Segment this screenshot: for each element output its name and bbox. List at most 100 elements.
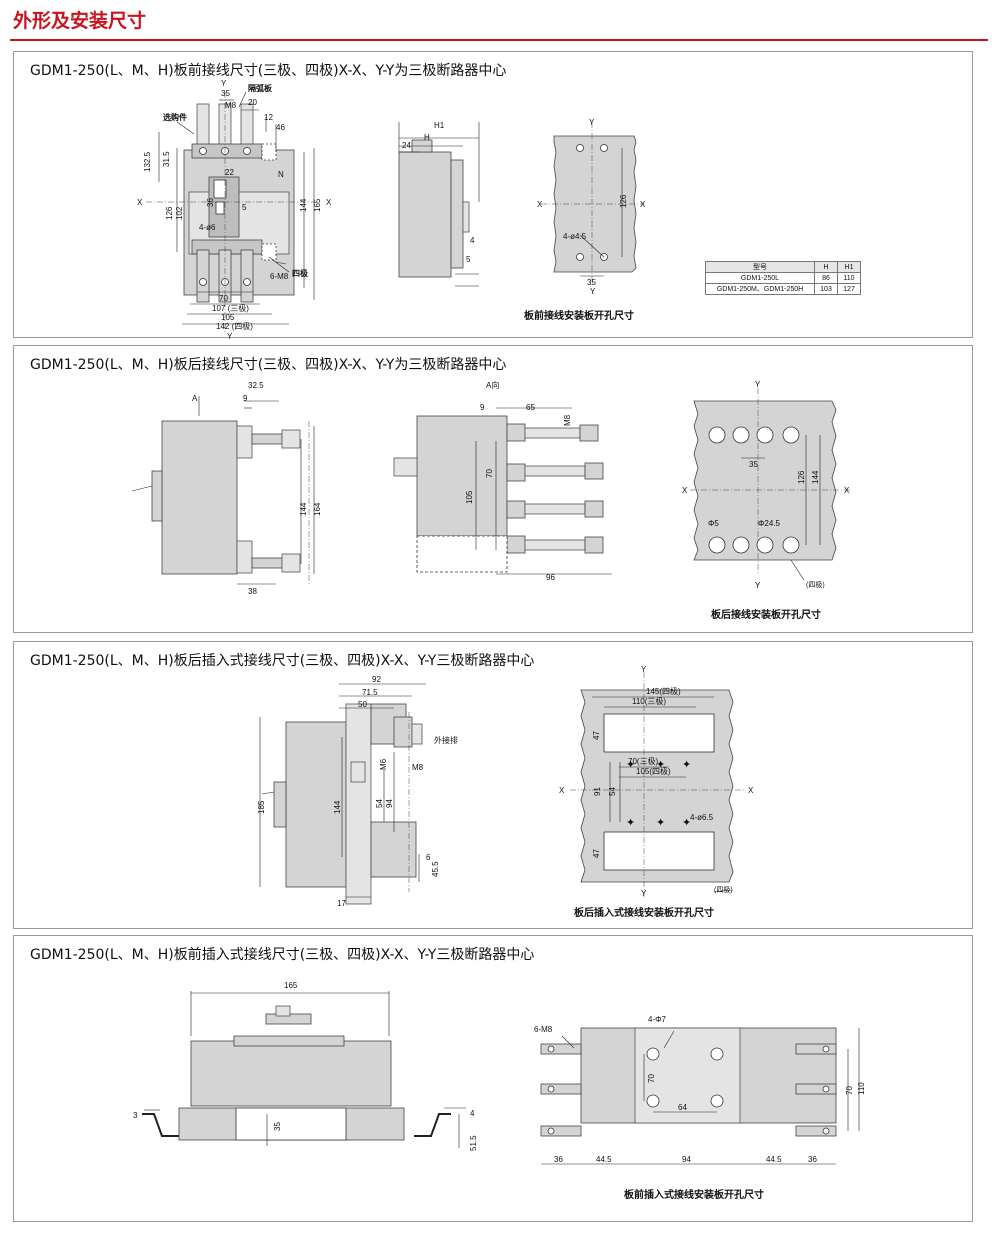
label-m8: M8	[225, 101, 237, 110]
rear-plugin-drawings: 92 71.5 50 外接排 M8 M6 185 144 54 94 6 45.…	[257, 665, 754, 908]
dim-92: 92	[372, 675, 381, 684]
hole-marker: ✦	[656, 817, 665, 829]
table-header-cell: 型号	[705, 261, 815, 273]
label-four-pole: (四极)	[806, 580, 825, 589]
label-6-m8: 6-M8	[534, 1025, 553, 1034]
label-parts: 选购件	[163, 112, 187, 122]
model-table: 型号 H H1 GDM1-250L 86 110 GDM1-250M、GDM1-…	[705, 261, 861, 295]
hole-marker: ✦	[682, 817, 691, 829]
panel-title: GDM1-250(L、M、H)板后插入式接线尺寸(三极、四极)X-X、Y-Y三极…	[30, 653, 535, 669]
label-6-m8: 6-M8	[270, 272, 289, 281]
label-4-e6-5: 4-ø6.5	[690, 813, 714, 822]
dim-132-5: 132.5	[143, 151, 152, 172]
dim-35: 35	[273, 1122, 282, 1131]
dim-5-side: 5	[466, 255, 471, 264]
dim-96: 96	[546, 573, 555, 582]
label-y-rear: Y	[755, 380, 761, 389]
dim-35: 35	[749, 460, 758, 469]
dim-126-plate: 126	[619, 194, 628, 208]
table-header-cell: H	[814, 261, 838, 273]
title-underline	[10, 39, 988, 41]
dim-36-left: 36	[554, 1155, 563, 1164]
label-a-direction: A向	[486, 380, 499, 390]
dim-64: 64	[678, 1103, 687, 1112]
dim-32-5: 32.5	[248, 381, 264, 390]
label-4-e4-5: 4-ø4.5	[563, 232, 587, 241]
table-header: 型号 H H1	[705, 261, 861, 273]
caption-rear-wiring: 板后接线安装板开孔尺寸	[711, 610, 821, 621]
dim-17: 17	[337, 899, 346, 908]
label-y-rear-bottom: Y	[755, 581, 761, 590]
dim-46: 46	[276, 123, 285, 132]
label-m8: M8	[412, 763, 424, 772]
label-y-plate: Y	[589, 118, 595, 127]
dim-94: 94	[385, 799, 394, 808]
dim-105: 105	[465, 490, 474, 504]
dim-94: 94	[682, 1155, 691, 1164]
table-header-cell: H1	[837, 261, 861, 273]
dim-144: 144	[299, 502, 308, 516]
dim-9-a: 9	[480, 403, 485, 412]
label-m6: M6	[379, 758, 388, 770]
label-4-phi7: 4-Φ7	[648, 1015, 666, 1024]
label-y-top: Y	[221, 79, 227, 88]
front-view	[146, 91, 315, 332]
hole-marker: ✦	[626, 759, 635, 771]
dim-h1: H1	[434, 121, 445, 130]
label-x-left: X	[559, 786, 565, 795]
hole-marker: ✦	[682, 759, 691, 771]
dim-126: 126	[797, 470, 806, 484]
dim-102: 102	[175, 206, 184, 220]
dim-70: 70	[485, 469, 494, 478]
dim-144: 144	[333, 800, 342, 814]
dim-142: 142 (四极)	[216, 321, 253, 331]
dim-54: 54	[375, 799, 384, 808]
a-direction-view	[393, 407, 612, 575]
label-4-e6: 4-ø6	[199, 223, 216, 232]
dim-165: 165	[284, 981, 298, 990]
dim-145: 145(四极)	[646, 686, 681, 696]
mounting-plate	[541, 122, 644, 287]
front-plugin-top-view	[540, 1027, 860, 1165]
dim-36: 36	[206, 198, 215, 207]
dim-70: 70	[219, 294, 228, 303]
rear-wiring-drawings: A 32.5 9 144 164 38 A向 9	[131, 380, 850, 596]
dim-164: 164	[313, 502, 322, 516]
dim-4: 4	[470, 1109, 475, 1118]
panel-front-plugin: GDM1-250(L、M、H)板前插入式接线尺寸(三极、四极)X-X、Y-Y三极…	[13, 935, 973, 1222]
label-four-pole: 四极	[292, 268, 308, 278]
dim-70-side: 70	[845, 1086, 854, 1095]
side-view	[398, 122, 480, 287]
dim-54: 54	[608, 787, 617, 796]
dim-6: 6	[426, 853, 431, 862]
table-cell: 127	[837, 283, 861, 295]
dim-47-bottom: 47	[592, 849, 601, 858]
dim-4: 4	[470, 236, 475, 245]
rear-plugin-mounting-plate: ✦ ✦ ✦ ✦ ✦ ✦	[570, 672, 746, 897]
rear-mounting-plate	[690, 388, 850, 581]
label-four-pole: (四极)	[714, 885, 733, 894]
dim-71-5: 71.5	[362, 688, 378, 697]
label-n: N	[278, 170, 284, 179]
dim-36-right: 36	[808, 1155, 817, 1164]
dim-110: 110(三极)	[632, 696, 666, 706]
label-y-bottom: Y	[227, 332, 233, 341]
dim-185: 185	[257, 800, 266, 814]
label-x-plate-right: X	[640, 200, 646, 209]
dim-22: 22	[225, 168, 234, 177]
dim-31-5: 31.5	[162, 151, 171, 167]
label-a: A	[192, 394, 198, 403]
panel-title: GDM1-250(L、M、H)板前插入式接线尺寸(三极、四极)X-X、Y-Y三极…	[30, 947, 535, 963]
hole-marker: ✦	[656, 759, 665, 771]
dim-65: 65	[526, 403, 535, 412]
table-cell: 86	[814, 272, 838, 284]
dim-h: H	[424, 133, 430, 142]
label-x-rear-right: X	[844, 486, 850, 495]
rear-plugin-side-view	[259, 683, 426, 905]
table-row: GDM1-250M、GDM1-250H 103 127	[705, 283, 861, 295]
rear-side-view	[131, 396, 315, 585]
label-x-left: X	[137, 198, 143, 207]
label-y-bottom: Y	[641, 889, 647, 898]
label-arc-board: 隔弧板	[248, 83, 273, 93]
table-row: GDM1-250L 86 110	[705, 272, 861, 284]
